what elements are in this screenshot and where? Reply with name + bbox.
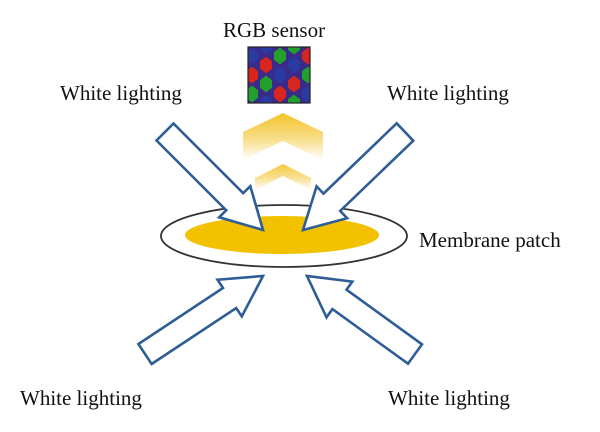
sensor-pixel (273, 84, 287, 103)
sensor-pixel (301, 47, 310, 66)
membrane-sample (185, 216, 379, 254)
sensor-pixel (248, 47, 259, 66)
sensor-pixel (259, 55, 273, 75)
label-membrane-patch: Membrane patch (419, 228, 561, 252)
label-white-lighting-top-right: White lighting (387, 81, 509, 105)
sensor-pixel (302, 104, 315, 122)
light-arrow-bottom-left-icon (136, 274, 266, 366)
label-white-lighting-bottom-left: White lighting (20, 386, 142, 410)
sensor-pixel (301, 65, 310, 85)
reflected-light-chevron-icon (243, 113, 323, 190)
light-arrow-bottom-right-icon (304, 274, 424, 366)
sensor-pixel (273, 47, 287, 66)
light-arrow-top-right-icon (301, 121, 416, 232)
light-arrow-top-left-icon (154, 121, 265, 232)
membrane-patch (160, 204, 408, 268)
sensor-pixel (301, 84, 310, 103)
sensor-pixel (287, 93, 301, 103)
sensor-pixel (287, 55, 301, 75)
sensor-pixel (248, 84, 259, 103)
sensor-pixel (287, 74, 301, 94)
label-rgb-sensor: RGB sensor (223, 18, 326, 42)
sensor-pixel (273, 65, 287, 85)
label-white-lighting-top-left: White lighting (60, 81, 182, 105)
label-white-lighting-bottom-right: White lighting (388, 386, 510, 410)
sensor-pixel (259, 93, 273, 103)
sensor-pixel (259, 74, 273, 94)
rgb-sensor-icon (246, 46, 315, 122)
sensor-pixel (246, 104, 259, 122)
sensor-pixel (259, 47, 273, 56)
sensor-pixel (287, 47, 301, 56)
sensor-pixel (248, 65, 259, 85)
